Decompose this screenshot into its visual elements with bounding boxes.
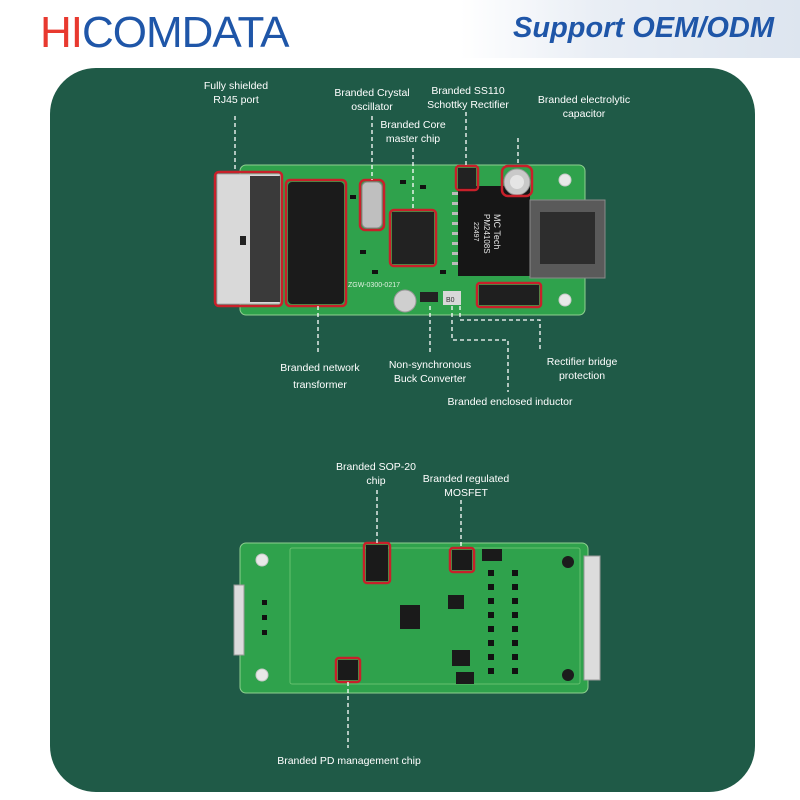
chip-silkscreen: MC Tech xyxy=(492,214,502,249)
label-network-transformer: Branded network transformer xyxy=(280,362,360,391)
brand-logo[interactable]: HICOMDATA xyxy=(40,8,289,58)
pcb-silkscreen-b0: B0 xyxy=(446,297,455,304)
label-pd-management-chip: Branded PD management chip xyxy=(277,755,421,767)
logo-rest: COMDATA xyxy=(82,8,289,57)
label-electrolytic-capacitor: Branded electrolytic capacitor xyxy=(537,94,631,120)
label-rectifier-bridge: Rectifier bridge protection xyxy=(546,356,618,382)
label-schottky-rectifier: Branded SS110 Schottky Rectifier xyxy=(427,85,509,111)
label-crystal-oscillator: Branded Crystal oscillator xyxy=(334,87,410,113)
label-regulated-mosfet: Branded regulated MOSFET xyxy=(422,473,510,499)
label-core-master-chip: Branded Core master chip xyxy=(380,119,446,145)
label-enclosed-inductor: Branded enclosed inductor xyxy=(447,396,573,408)
label-rj45-port: Fully shielded RJ45 port xyxy=(203,80,269,106)
slogan-banner: Support OEM/ODM xyxy=(460,0,800,58)
slogan-text: Support OEM/ODM xyxy=(513,12,774,44)
label-sop20-chip: Branded SOP-20 chip xyxy=(336,461,416,487)
chip-silkscreen-2: PM24108S xyxy=(482,214,491,254)
bottom-board xyxy=(233,490,601,748)
chip-silkscreen-3: 22497 xyxy=(472,222,479,242)
logo-hi: HI xyxy=(40,8,83,57)
label-buck-converter: Non-synchronous Buck Converter xyxy=(388,359,472,385)
pcb-silkscreen: ZGW-0300-0217 xyxy=(348,282,400,289)
top-board: MC Tech PM24108S 22497 ZGW-0300-0217 B0 xyxy=(213,112,606,392)
header: HICOMDATA Support OEM/ODM xyxy=(0,0,800,60)
